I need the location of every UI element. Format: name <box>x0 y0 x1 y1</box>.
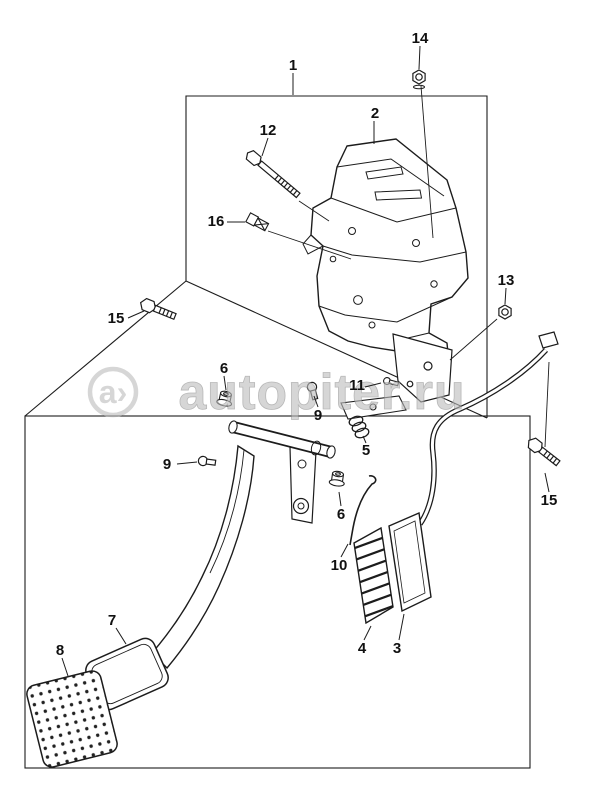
pad-4-stripes <box>354 528 393 623</box>
bracket-outline <box>310 138 469 373</box>
watermark-site-text: autopiter.ru <box>178 364 465 420</box>
bracket-lower-arm <box>392 333 453 403</box>
bracket-hole <box>353 295 363 305</box>
bracket-hole <box>430 280 438 288</box>
bracket-hole <box>412 239 420 247</box>
callout-leaders <box>61 45 550 677</box>
callout-16: 16 <box>208 213 225 230</box>
callout-3: 3 <box>393 640 401 657</box>
callout-2: 2 <box>371 105 379 122</box>
spring-rod-10 <box>349 475 377 546</box>
watermark: a› autopiter.ru <box>87 364 465 420</box>
screw-15-left <box>137 296 178 323</box>
switch-16 <box>245 212 270 232</box>
callout-1: 1 <box>289 57 297 74</box>
box-connector-line <box>24 280 187 417</box>
pedal-arm-assembly <box>151 420 336 670</box>
bracket-hole <box>423 361 433 371</box>
pedal-pad-4 <box>353 526 394 625</box>
nut-13 <box>498 304 512 320</box>
upper-group-box <box>185 95 488 418</box>
callout-7: 7 <box>108 612 116 629</box>
callout-6-upper: 6 <box>220 360 228 377</box>
bushing-6-mid <box>328 469 347 488</box>
bracket-hole <box>329 255 337 263</box>
callout-10: 10 <box>331 557 348 574</box>
pedal-bracket <box>302 138 469 403</box>
callout-13: 13 <box>498 272 515 289</box>
pin-9-left <box>197 455 217 468</box>
callout-6-mid: 6 <box>337 506 345 523</box>
spring-bracket-plate <box>340 395 407 420</box>
assembly-lines <box>267 85 550 448</box>
clevis-hole <box>297 459 307 469</box>
bracket-detail-lines <box>302 158 467 352</box>
callout-14: 14 <box>412 30 429 47</box>
bracket-hole <box>348 227 356 235</box>
pedal-pad-3 <box>388 511 432 613</box>
bolt-11 <box>383 377 400 387</box>
callout-5: 5 <box>362 442 370 459</box>
clevis-hole <box>292 497 310 515</box>
callout-4: 4 <box>358 640 367 657</box>
bolt-12 <box>245 149 301 199</box>
clevis-hole <box>297 502 305 510</box>
pedal-arm <box>151 444 255 670</box>
tube-end <box>326 445 336 459</box>
tube-end <box>228 420 238 434</box>
callout-labels: 14 1 2 12 16 13 15 6 11 9 5 9 15 6 10 7 … <box>56 30 558 659</box>
screw-15-right <box>524 435 563 469</box>
callout-11: 11 <box>349 377 365 394</box>
pedal-rod <box>417 331 559 526</box>
callout-9-left: 9 <box>163 456 171 473</box>
bracket-hole <box>406 380 414 388</box>
watermark-logo-circle <box>87 366 139 418</box>
callout-8: 8 <box>56 642 64 659</box>
callout-9-mid: 9 <box>314 407 322 424</box>
group-boundary-boxes <box>24 95 531 769</box>
pedal-arm-ridge <box>209 449 245 574</box>
callout-15-right: 15 <box>541 492 558 509</box>
callout-15-left: 15 <box>108 310 125 327</box>
rod-mount-tab <box>538 331 559 349</box>
lower-group-box <box>24 415 531 769</box>
tube-washer <box>310 440 322 456</box>
bracket-slot <box>365 166 404 180</box>
nut-14 <box>412 69 426 90</box>
bracket-hole <box>368 321 376 329</box>
bracket-slot <box>374 189 423 201</box>
pedal-pad-8 <box>26 670 118 768</box>
callout-12: 12 <box>260 122 277 139</box>
watermark-logo-text: a› <box>99 374 127 410</box>
